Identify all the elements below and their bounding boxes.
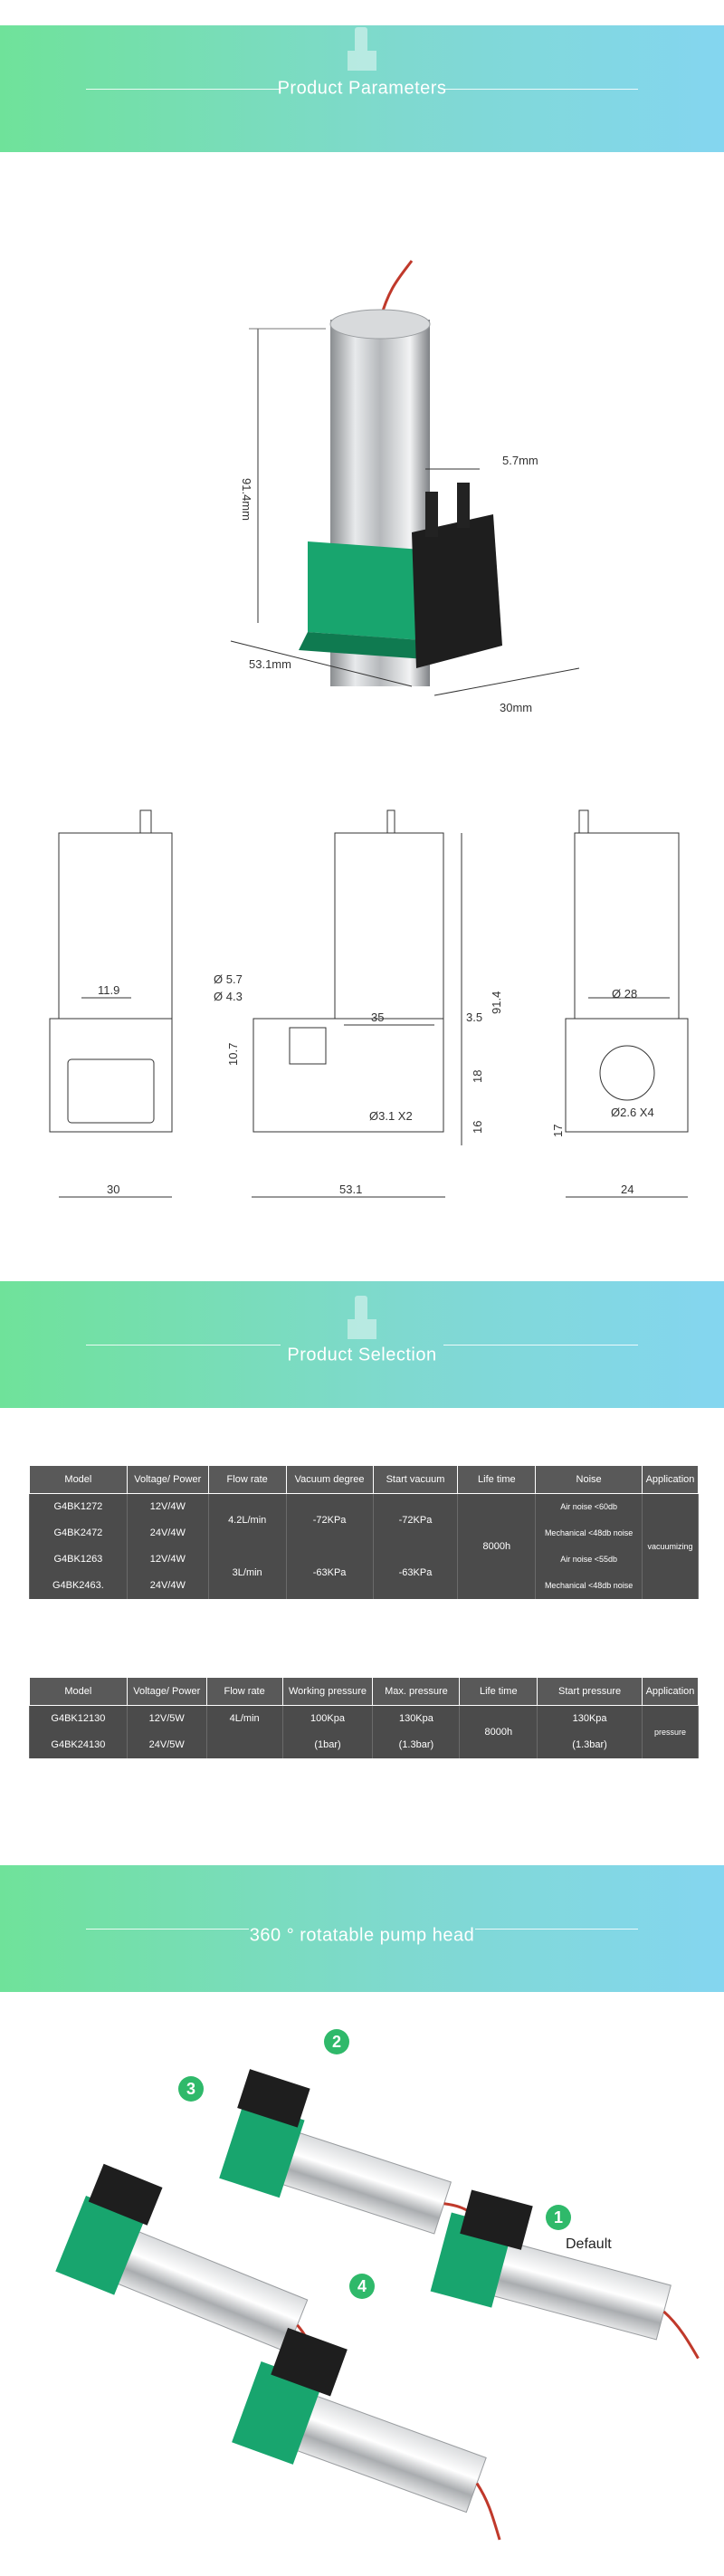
rotated-pumps-drawing: [55, 2069, 700, 2541]
pump-3d-illustration: 91.4mm 5.7mm 53.1mm 30mm: [0, 152, 724, 790]
table-row: G4BK1272 12V/4W 4.2L/min -72KPa -72KPa 8…: [29, 1493, 700, 1599]
pump-thumbnail-icon: [348, 27, 376, 71]
cell-application: pressure: [641, 1705, 700, 1758]
cell-flow: 3L/min: [207, 1546, 287, 1599]
dim-right-dia: Ø 28: [612, 987, 637, 1001]
vacuum-spec-table: Model Voltage/ Power Flow rate Vacuum de…: [29, 1465, 700, 1599]
col-header: Vacuum degree: [285, 1465, 374, 1494]
banner-title: Product Parameters: [277, 78, 447, 99]
col-header: Application: [641, 1465, 700, 1494]
dim-mid-hole: Ø3.1 X2: [369, 1109, 413, 1123]
cell-working-sub: (1bar): [281, 1731, 374, 1758]
banner-title: 360 ° rotatable pump head: [249, 1925, 475, 1946]
cell-flow-empty: [205, 1731, 283, 1758]
banner-product-parameters: Product Parameters: [0, 25, 724, 152]
cell-voltage: 12V/4W: [126, 1546, 209, 1573]
cell-voltage: 24V/5W: [126, 1731, 207, 1758]
dim-width: 53.1mm: [249, 657, 291, 671]
dim-mid-width: 53.1: [339, 1183, 362, 1196]
position-badge: 4: [349, 2274, 375, 2299]
col-header: Application: [641, 1677, 700, 1706]
col-header: Life time: [459, 1677, 538, 1706]
col-header: Flow rate: [207, 1465, 287, 1494]
table-row: G4BK24130 24V/5W (1bar) (1.3bar) (1.3bar…: [29, 1731, 699, 1758]
cell-start-sub: (1.3bar): [537, 1731, 643, 1758]
dim-mid-w35: 35: [371, 1010, 384, 1024]
dim-mid-h18: 18: [471, 1070, 484, 1083]
cell-life: 8000h: [459, 1705, 538, 1758]
col-header: Model: [29, 1677, 128, 1706]
col-header: Start pressure: [537, 1677, 643, 1706]
col-header: Noise: [535, 1465, 643, 1494]
cell-model: G4BK1263: [29, 1546, 128, 1573]
pump-thumbnail-icon: [348, 1296, 376, 1339]
col-header: Voltage/ Power: [126, 1677, 207, 1706]
technical-drawing-views: 11.9 30 Ø 5.7 Ø 4.3 10.7 35 3.5 91.4 18 …: [49, 809, 689, 1198]
dim-mid-w35b: 3.5: [466, 1010, 482, 1024]
cell-model: G4BK12130: [29, 1705, 128, 1732]
col-header: Life time: [457, 1465, 537, 1494]
position-badge: 1: [546, 2205, 571, 2230]
dim-height: 91.4mm: [240, 478, 253, 521]
dim-left-width: 30: [107, 1183, 119, 1196]
cell-voltage: 12V/4W: [126, 1493, 209, 1520]
cell-model: G4BK2472: [29, 1519, 128, 1547]
rotation-illustration: 2 3 1 4 Default: [0, 2015, 724, 2571]
cell-application: vacuumizing: [641, 1493, 700, 1599]
banner-title: Product Selection: [287, 1345, 437, 1365]
col-header: Working pressure: [281, 1677, 374, 1706]
dim-right-hole: Ø2.6 X4: [611, 1106, 654, 1119]
cell-voltage: 24V/4W: [126, 1572, 209, 1599]
dim-mid-d2: Ø 4.3: [214, 990, 243, 1003]
dim-right-h17: 17: [551, 1125, 565, 1137]
cell-working: 100Kpa: [281, 1705, 374, 1732]
cell-flow: 4.2L/min: [207, 1493, 287, 1547]
cell-max: 130Kpa: [372, 1705, 461, 1732]
col-header: Start vacuum: [372, 1465, 459, 1494]
cell-vacuum: -72KPa: [285, 1493, 374, 1547]
cell-voltage: 12V/5W: [126, 1705, 207, 1732]
cell-start: 130Kpa: [537, 1705, 643, 1732]
dim-depth: 30mm: [500, 701, 532, 714]
pressure-spec-table: Model Voltage/ Power Flow rate Working p…: [29, 1677, 700, 1758]
col-header: Voltage/ Power: [126, 1465, 209, 1494]
table-row: G4BK2472 24V/4W Mechanical <48db noise: [29, 1519, 699, 1547]
dim-mid-h1: 10.7: [226, 1043, 240, 1066]
cell-flow: 4L/min: [205, 1705, 283, 1732]
dim-left-spacing: 11.9: [98, 983, 119, 997]
dim-mid-d1: Ø 5.7: [214, 972, 243, 986]
banner-product-selection: Product Selection: [0, 1281, 724, 1408]
table-row: G4BK12130 12V/5W 4L/min 100Kpa 130Kpa 80…: [29, 1705, 700, 1758]
dim-nozzle: 5.7mm: [502, 454, 538, 467]
table-row: G4BK2463. 24V/4W Mechanical <48db noise: [29, 1572, 699, 1599]
cell-noise: Mechanical <48db noise: [535, 1572, 643, 1599]
cell-model: G4BK24130: [29, 1731, 128, 1758]
table-row: G4BK1263 12V/4W 3L/min -63KPa -63KPa Air…: [29, 1546, 699, 1599]
col-header: Max. pressure: [372, 1677, 461, 1706]
cell-noise: Mechanical <48db noise: [535, 1519, 643, 1547]
cell-start: -72KPa: [372, 1493, 459, 1547]
cell-voltage: 24V/4W: [126, 1519, 209, 1547]
position-badge: 3: [178, 2076, 204, 2102]
cell-start: -63KPa: [372, 1546, 459, 1599]
cell-vacuum: -63KPa: [285, 1546, 374, 1599]
dim-mid-total-h: 91.4: [490, 991, 503, 1014]
cell-noise: Air noise <60db: [535, 1493, 643, 1520]
cell-life: 8000h: [457, 1493, 537, 1599]
pump-3d-drawing: 91.4mm 5.7mm 53.1mm 30mm: [230, 260, 580, 714]
default-label: Default: [566, 2236, 612, 2252]
col-header: Model: [29, 1465, 128, 1494]
cell-max-sub: (1.3bar): [372, 1731, 461, 1758]
dim-mid-h16: 16: [471, 1121, 484, 1134]
position-badge: 2: [324, 2029, 349, 2054]
col-header: Flow rate: [205, 1677, 283, 1706]
banner-rotatable-pump-head: 360 ° rotatable pump head: [0, 1865, 724, 1992]
cell-noise: Air noise <55db: [535, 1546, 643, 1573]
cell-model: G4BK2463.: [29, 1572, 128, 1599]
cell-model: G4BK1272: [29, 1493, 128, 1520]
dim-right-width: 24: [621, 1183, 634, 1196]
technical-drawings: 11.9 30 Ø 5.7 Ø 4.3 10.7 35 3.5 91.4 18 …: [0, 797, 724, 1231]
